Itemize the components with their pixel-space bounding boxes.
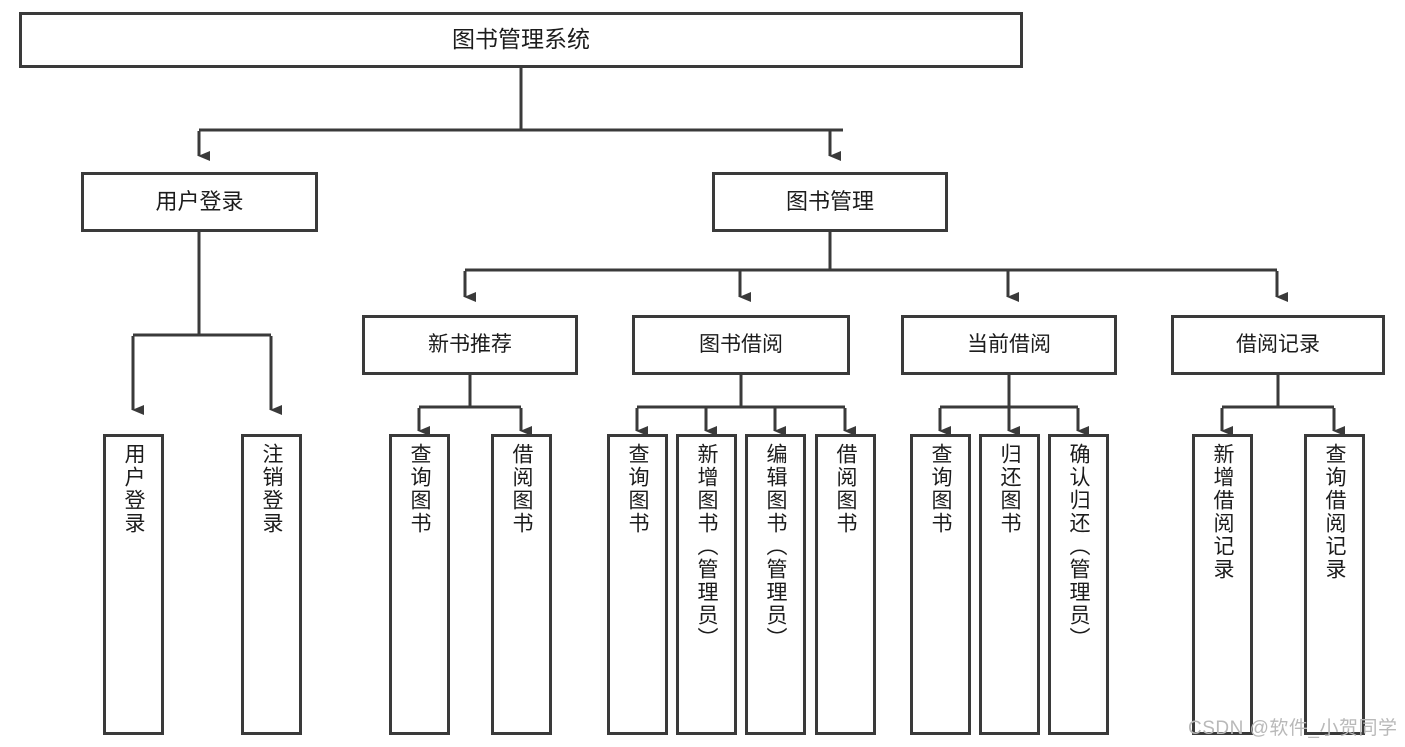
node-label: 新书推荐 [428, 332, 512, 356]
leaf-edit-book-admin[interactable]: 编辑图书（管理员） [745, 434, 806, 735]
leaf-logout[interactable]: 注销登录 [241, 434, 302, 735]
node-label: 用户登录 [122, 443, 145, 535]
leaf-borrow-book-recommend[interactable]: 借阅图书 [491, 434, 552, 735]
node-label: 借阅记录 [1236, 332, 1320, 356]
watermark: CSDN @软件_小贺同学 [1188, 718, 1398, 739]
node-label: 归还图书 [998, 443, 1021, 535]
leaf-borrow-book[interactable]: 借阅图书 [815, 434, 876, 735]
node-borrow-record[interactable]: 借阅记录 [1171, 315, 1385, 375]
leaf-query-book-current[interactable]: 查询图书 [910, 434, 971, 735]
leaf-query-book-recommend[interactable]: 查询图书 [389, 434, 450, 735]
node-label: 编辑图书（管理员） [764, 443, 787, 650]
node-label: 当前借阅 [967, 332, 1051, 356]
leaf-query-book-borrow[interactable]: 查询图书 [607, 434, 668, 735]
node-label: 注销登录 [260, 443, 283, 535]
node-label: 新增图书（管理员） [695, 443, 718, 650]
node-label: 查询图书 [408, 443, 431, 535]
node-label: 查询借阅记录 [1323, 443, 1346, 581]
node-user-login[interactable]: 用户登录 [81, 172, 318, 232]
leaf-return-book[interactable]: 归还图书 [979, 434, 1040, 735]
leaf-add-book-admin[interactable]: 新增图书（管理员） [676, 434, 737, 735]
node-label: 图书管理系统 [452, 26, 590, 53]
node-label: 借阅图书 [510, 443, 533, 535]
leaf-add-borrow-record[interactable]: 新增借阅记录 [1192, 434, 1253, 735]
node-label: 用户登录 [155, 189, 244, 215]
node-label: 查询图书 [929, 443, 952, 535]
node-label: 借阅图书 [834, 443, 857, 535]
leaf-user-login[interactable]: 用户登录 [103, 434, 164, 735]
node-book-management[interactable]: 图书管理 [712, 172, 948, 232]
leaf-confirm-return-admin[interactable]: 确认归还（管理员） [1048, 434, 1109, 735]
leaf-query-borrow-record[interactable]: 查询借阅记录 [1304, 434, 1365, 735]
node-label: 图书借阅 [699, 332, 783, 356]
node-current-borrow[interactable]: 当前借阅 [901, 315, 1117, 375]
node-book-borrow[interactable]: 图书借阅 [632, 315, 850, 375]
node-new-book-recommend[interactable]: 新书推荐 [362, 315, 578, 375]
node-label: 查询图书 [626, 443, 649, 535]
node-label: 确认归还（管理员） [1067, 443, 1090, 650]
node-label: 图书管理 [785, 189, 874, 215]
node-label: 新增借阅记录 [1211, 443, 1234, 581]
node-root-system[interactable]: 图书管理系统 [19, 12, 1023, 68]
